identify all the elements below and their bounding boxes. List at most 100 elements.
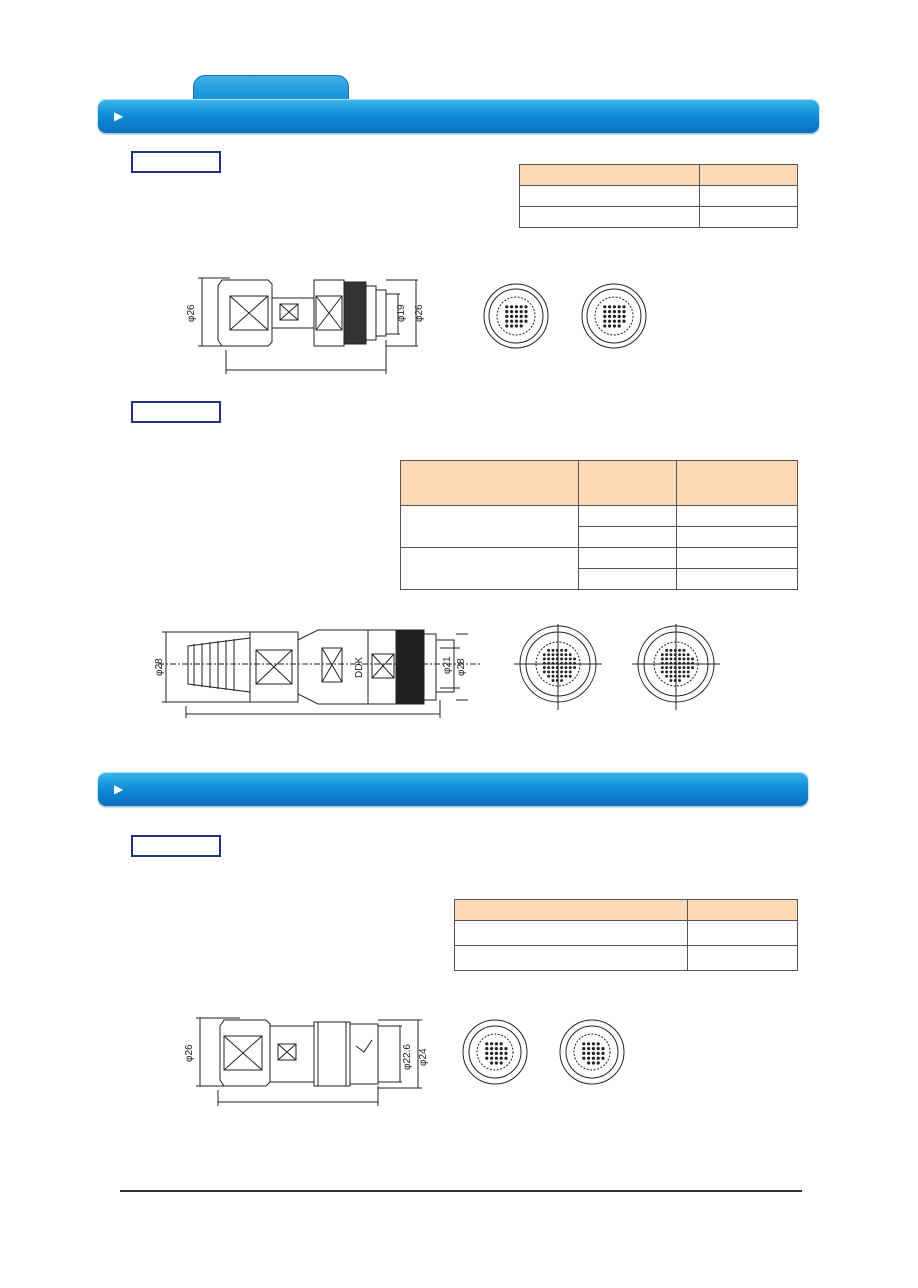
contact-pin: [560, 674, 564, 678]
contact-pin: [678, 648, 682, 652]
contact-pin: [591, 1056, 595, 1060]
contact-pin: [555, 670, 559, 674]
contact-pin: [485, 1056, 489, 1060]
contact-pin: [485, 1051, 489, 1055]
contact-pin: [678, 666, 682, 670]
connector-drawing-2: φ28 DDK φ21 φ28: [154, 624, 720, 718]
contact-pin: [660, 661, 664, 665]
contact-pin: [669, 674, 673, 678]
contact-pin: [617, 319, 621, 323]
contact-pin: [504, 1056, 508, 1060]
contact-pin: [665, 670, 669, 674]
maker-mark-label: DDK: [354, 657, 365, 678]
contact-pin: [564, 670, 568, 674]
contact-pin: [494, 1056, 498, 1060]
spec-table-3: [454, 899, 798, 971]
contact-pin: [601, 1051, 605, 1055]
contact-pin: [542, 666, 546, 670]
contact-pin: [519, 305, 523, 309]
contact-pin: [499, 1056, 503, 1060]
contact-pin: [682, 648, 686, 652]
contact-pin: [519, 314, 523, 318]
product-label-box-2: [131, 401, 221, 423]
contact-pin: [669, 653, 673, 657]
contact-pin: [504, 1047, 508, 1051]
contact-pin: [669, 666, 673, 670]
contact-pin: [555, 679, 559, 682]
contact-pin: [505, 310, 509, 314]
contact-pin: [499, 1051, 503, 1055]
contact-pin: [560, 653, 564, 657]
contact-pin: [665, 674, 669, 678]
contact-pin: [608, 314, 612, 318]
contact-pin: [660, 666, 664, 670]
contact-pin: [568, 674, 572, 678]
contact-pin: [608, 324, 612, 328]
contact-pin: [612, 314, 616, 318]
contact-pin: [596, 1056, 600, 1060]
contact-pin: [568, 661, 572, 665]
contact-pin: [555, 661, 559, 665]
contact-pin: [542, 657, 546, 661]
contact-pin: [673, 661, 677, 665]
contact-pin: [560, 670, 564, 674]
header-tab[interactable]: [193, 75, 349, 102]
contact-pin: [591, 1061, 595, 1065]
contact-pin: [564, 674, 568, 678]
contact-pin: [494, 1042, 498, 1046]
contact-pin: [591, 1042, 595, 1046]
contact-pin: [678, 653, 682, 657]
contact-pin: [673, 674, 677, 678]
outer-diameter-label: φ26: [184, 1044, 195, 1062]
contact-pin: [673, 648, 677, 652]
contact-pin: [682, 666, 686, 670]
contact-pin: [669, 670, 673, 674]
contact-pin: [686, 666, 690, 670]
contact-pin: [551, 657, 555, 661]
contact-pin: [678, 679, 682, 682]
contact-pin: [678, 670, 682, 674]
contact-pin: [568, 657, 572, 661]
contact-pin: [524, 305, 528, 309]
contact-pin: [622, 310, 626, 314]
play-arrow-icon: ▶: [114, 109, 124, 123]
contact-pin: [660, 657, 664, 661]
contact-pin: [551, 648, 555, 652]
contact-pin: [564, 653, 568, 657]
contact-pin: [678, 661, 682, 665]
contact-pin: [555, 653, 559, 657]
contact-pin: [596, 1061, 600, 1065]
contact-pin: [490, 1047, 494, 1051]
contact-pin: [601, 1056, 605, 1060]
outer-diameter-label: φ26: [186, 304, 197, 322]
contact-pin: [505, 324, 509, 328]
contact-pin: [669, 679, 673, 682]
contact-pin: [686, 674, 690, 678]
contact-pin: [547, 666, 551, 670]
contact-pin: [603, 324, 607, 328]
contact-pin: [499, 1047, 503, 1051]
contact-pin: [587, 1051, 591, 1055]
contact-pin: [673, 666, 677, 670]
contact-pin: [612, 305, 616, 309]
contact-pin: [560, 679, 564, 682]
contact-pin: [510, 319, 514, 323]
inner-diameter-label: φ19: [396, 304, 407, 322]
contact-pin: [547, 657, 551, 661]
contact-pin: [499, 1061, 503, 1065]
contact-pin: [582, 1051, 586, 1055]
inner-diameter-label: φ28: [456, 658, 467, 676]
contact-pin: [669, 661, 673, 665]
section-banner-2: ▶: [98, 772, 808, 806]
contact-pin: [608, 305, 612, 309]
section-banner-1: ▶: [98, 99, 819, 133]
contact-pin: [555, 666, 559, 670]
contact-pin: [499, 1042, 503, 1046]
contact-pin: [582, 1047, 586, 1051]
contact-pin: [551, 653, 555, 657]
contact-pin: [519, 319, 523, 323]
contact-pin: [514, 310, 518, 314]
contact-pin: [587, 1047, 591, 1051]
contact-pin: [686, 653, 690, 657]
contact-pin: [682, 674, 686, 678]
